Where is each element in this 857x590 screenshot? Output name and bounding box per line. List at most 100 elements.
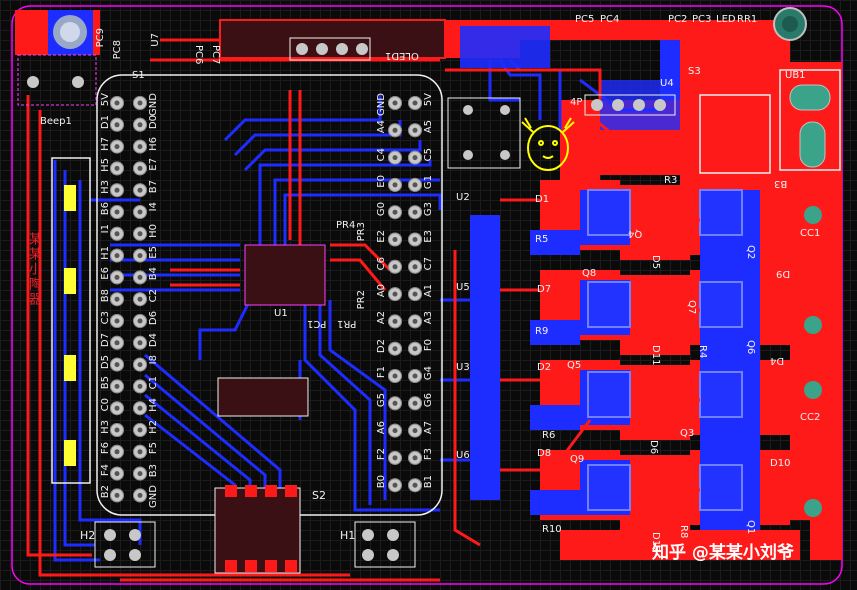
header-pad-hole: [392, 209, 398, 215]
header-pad-hole: [392, 182, 398, 188]
pin-label: D7: [100, 332, 111, 347]
header-pad-hole: [412, 373, 418, 379]
label-b3: B3: [774, 178, 788, 189]
header-pad-hole: [137, 383, 143, 389]
header-pad-hole: [114, 296, 120, 302]
pin-label: I1: [100, 223, 111, 234]
h1-h2-headers: [94, 521, 416, 568]
pin-label: E3: [423, 229, 434, 243]
header-pad-hole: [114, 144, 120, 150]
pin-label: 5V: [423, 93, 434, 107]
pin-label: G0: [376, 202, 387, 217]
pin-label: 5V: [100, 93, 111, 107]
label-u7: U7: [150, 33, 161, 47]
label-d6: D6: [648, 440, 659, 455]
pin-label: C3: [100, 311, 111, 325]
top-traces: [26, 38, 700, 582]
pin-label: A0: [376, 284, 387, 298]
header-pad-hole: [114, 340, 120, 346]
label-r3: R3: [664, 175, 678, 186]
label-r9: R9: [535, 326, 549, 337]
label-s3: S3: [688, 66, 701, 77]
header-pad-hole: [392, 346, 398, 352]
header-pad-hole: [137, 405, 143, 411]
header-pad-hole: [392, 155, 398, 161]
watermark: 知乎 @某某小刘爷: [652, 538, 794, 563]
pin-label: GND: [148, 93, 159, 116]
header-pad-hole: [114, 427, 120, 433]
label-q1: Q1: [745, 520, 756, 535]
pin-label: A4: [376, 120, 387, 134]
header-pad-hole: [114, 209, 120, 215]
label-4p: 4P: [570, 97, 583, 108]
header-pad-hole: [412, 400, 418, 406]
pin-label: E2: [376, 229, 387, 243]
header-pad-hole: [114, 122, 120, 128]
pin-label: C6: [376, 256, 387, 271]
label-s1: S1: [132, 70, 145, 81]
pin-label: A3: [423, 311, 434, 325]
header-pad-hole: [137, 209, 143, 215]
label-cc1: CC1: [800, 228, 821, 239]
header-pad-hole: [137, 231, 143, 237]
pin-label: B5: [100, 376, 111, 390]
pin-label: E5: [148, 245, 159, 259]
label-pc7: PC7: [210, 45, 221, 65]
header-pad-hole: [412, 291, 418, 297]
pin-label: D4: [148, 332, 159, 347]
header-pad-hole: [392, 127, 398, 133]
4p-connector: [584, 94, 676, 116]
header-pad-hole: [114, 231, 120, 237]
cartoon-logo: [521, 117, 575, 171]
header-pad-hole: [412, 155, 418, 161]
header-pad-hole: [392, 291, 398, 297]
pin-label: G5: [376, 393, 387, 408]
header-pad-hole: [412, 346, 418, 352]
pin-label: H3: [100, 420, 111, 434]
label-beep: Beep1: [40, 116, 72, 127]
watermark-text: 知乎 @某某小刘爷: [652, 543, 794, 563]
header-pad-hole: [137, 187, 143, 193]
pin-label: F5: [148, 441, 159, 454]
label-r4: R4: [697, 345, 708, 359]
pin-label: F4: [100, 463, 111, 476]
header-pad-hole: [114, 318, 120, 324]
led-strip: [51, 157, 91, 484]
pin-label: A1: [423, 284, 434, 298]
label-pr3: PR3: [356, 222, 367, 242]
header-pad-hole: [137, 165, 143, 171]
pin-label: F1: [376, 366, 387, 379]
header-pad-hole: [137, 492, 143, 498]
label-d8: D8: [537, 448, 552, 459]
header-pad-hole: [392, 400, 398, 406]
cc-mid-pad: [804, 316, 822, 334]
header-pad-hole: [412, 127, 418, 133]
label-d11: D11: [650, 345, 661, 366]
vendor-silkscreen-text: 某某小陶器: [26, 232, 41, 307]
mosfet-footprints: [587, 189, 743, 511]
pin-label: B7: [148, 180, 159, 194]
label-s2: S2: [312, 489, 326, 502]
pin-label: C4: [376, 147, 387, 161]
label-d12: D12: [650, 532, 661, 553]
label-h1: H1: [340, 529, 356, 542]
label-pc8: PC8: [112, 40, 123, 60]
pin-label: B3: [148, 463, 159, 477]
header-pad-hole: [114, 383, 120, 389]
header-pad-hole: [412, 428, 418, 434]
header-pad-hole: [114, 100, 120, 106]
header-pads: [110, 96, 422, 503]
header-pad-hole: [114, 253, 120, 259]
label-r6: R6: [542, 430, 556, 441]
header-pad-hole: [137, 296, 143, 302]
label-q7: Q7: [686, 300, 697, 315]
header-pad-hole: [392, 482, 398, 488]
pin-label: C0: [100, 398, 111, 412]
header-pad-hole: [392, 428, 398, 434]
label-q2: Q2: [745, 245, 756, 260]
label-d1: D1: [535, 194, 550, 205]
label-rr1: RR1: [737, 14, 758, 25]
label-q4: Q4: [628, 228, 643, 239]
soic-chip: [217, 244, 326, 417]
pin-label: D5: [100, 354, 111, 369]
